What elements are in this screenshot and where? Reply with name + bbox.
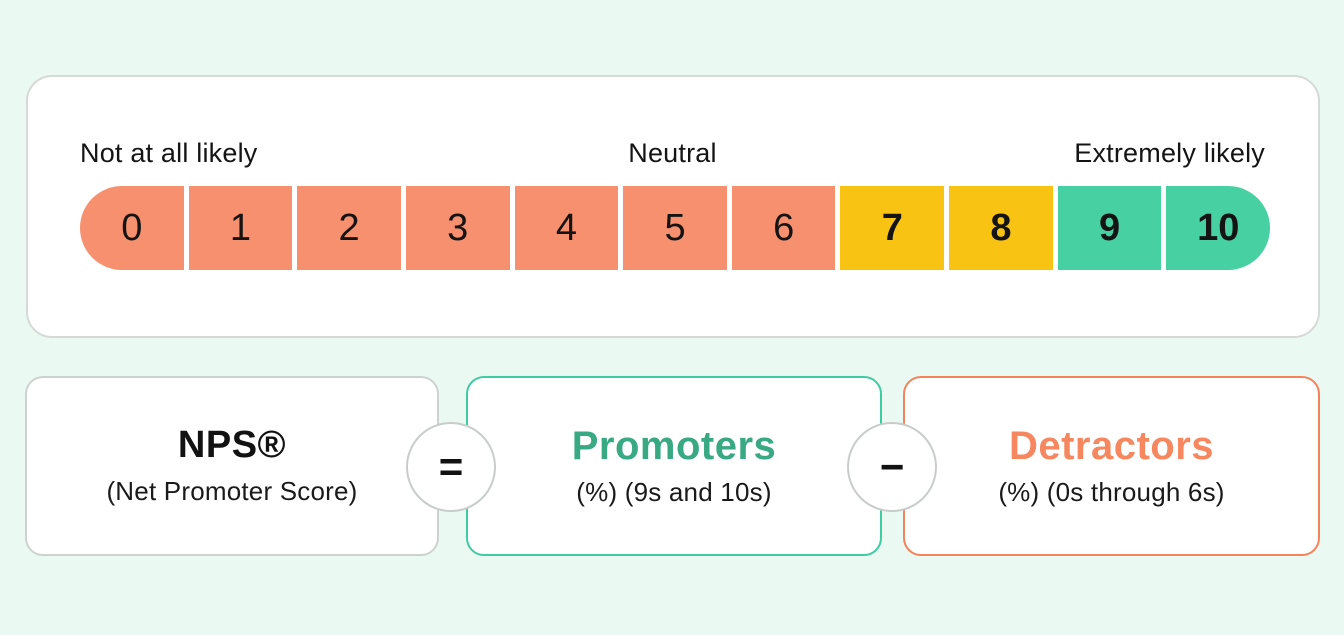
scale-segment-6: 6	[731, 186, 836, 270]
scale-segment-3: 3	[405, 186, 510, 270]
label-not-at-all-likely: Not at all likely	[80, 138, 258, 168]
promoters-subtitle: (%) (9s and 10s)	[576, 477, 772, 507]
label-neutral: Neutral	[628, 138, 717, 168]
scale-segment-10: 10	[1166, 186, 1271, 270]
minus-circle: −	[847, 422, 937, 512]
minus-sign: −	[879, 443, 905, 490]
scale-segment-2: 2	[297, 186, 401, 270]
scale-segment-4: 4	[514, 186, 619, 270]
scale-segment-7: 7	[840, 186, 945, 270]
rating-scale: 0 1 2 3 4 5 6 7 8 9 10	[80, 186, 1271, 270]
scale-segment-1: 1	[188, 186, 293, 270]
equals-circle: =	[406, 422, 496, 512]
scale-segment-0: 0	[80, 186, 184, 270]
detractors-box: Detractors (%) (0s through 6s)	[903, 376, 1320, 556]
nps-title: NPS®	[177, 424, 287, 467]
scale-segment-8: 8	[949, 186, 1053, 270]
label-extremely-likely: Extremely likely	[1074, 138, 1265, 168]
equals-sign: =	[438, 443, 464, 490]
nps-subtitle: (Net Promoter Score)	[106, 475, 358, 506]
rating-scale-card: Not at all likely Neutral Extremely like…	[26, 75, 1320, 338]
promoters-box: Promoters (%) (9s and 10s)	[466, 376, 882, 556]
detractors-subtitle: (%) (0s through 6s)	[998, 477, 1225, 507]
scale-segment-5: 5	[623, 186, 727, 270]
promoters-title: Promoters	[571, 424, 777, 468]
detractors-title: Detractors	[1008, 424, 1215, 468]
nps-box: NPS® (Net Promoter Score)	[25, 376, 439, 556]
scale-labels-row: Not at all likely Neutral Extremely like…	[80, 138, 1265, 169]
scale-segment-9: 9	[1057, 186, 1162, 270]
